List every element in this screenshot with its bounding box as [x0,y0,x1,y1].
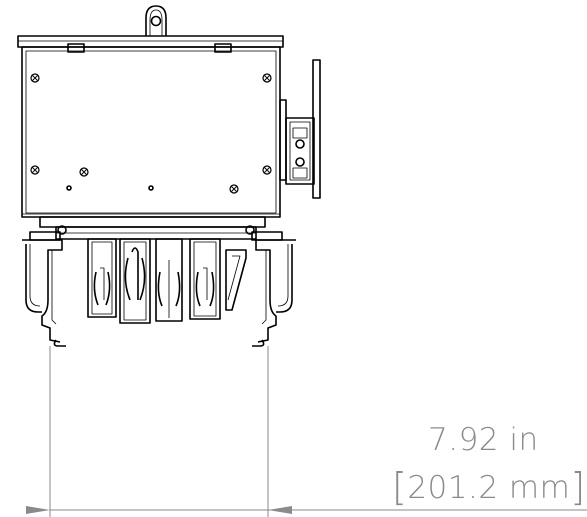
left-hook-bracket [22,239,66,347]
dimension-mm-label: [201.2 mm] [392,463,586,509]
dimension-inch-label: 7.92 in [428,422,539,458]
enclosure-lid [17,35,284,53]
right-hook-bracket [252,239,296,347]
enclosure-body [21,46,281,218]
mounting-rail [29,216,283,241]
dimension-bracket-open: [ [392,465,408,509]
dimension-mm-value: 201.2 mm [407,470,571,506]
side-mounting-bracket [279,59,321,199]
dimension-bracket-close: ] [570,465,586,509]
dimension-lines [26,346,587,517]
screw-icon [30,73,272,194]
switch-clips [87,238,247,324]
lifting-eye [145,5,167,36]
